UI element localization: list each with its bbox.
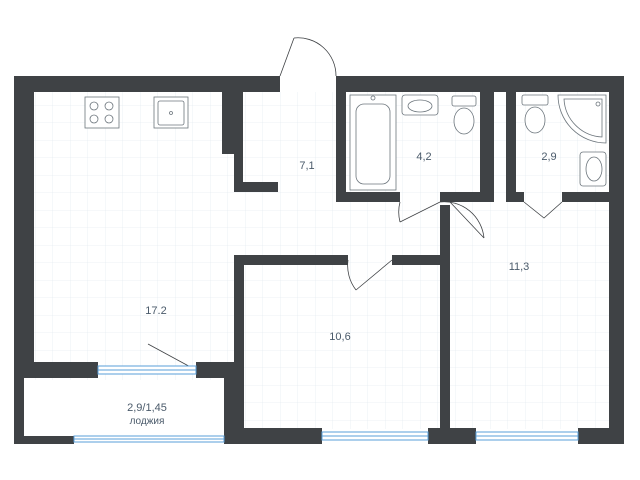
loggia-label: лоджия xyxy=(130,416,165,427)
sink-icon xyxy=(579,151,607,187)
toilet-icon xyxy=(521,94,549,134)
corridor-area: 11,3 xyxy=(509,261,530,273)
toilet-icon xyxy=(451,95,477,135)
window-icon xyxy=(73,435,225,443)
stove-icon xyxy=(84,96,120,129)
window-icon xyxy=(475,431,579,441)
walls xyxy=(14,76,624,444)
bathroom-area: 4,2 xyxy=(416,151,431,163)
bedroom-area: 10,6 xyxy=(329,331,350,343)
corridor-door-icon xyxy=(439,201,485,239)
bedroom-door-icon xyxy=(347,259,393,291)
kitchen-sink-icon xyxy=(153,96,189,129)
toilet-area: 2,9 xyxy=(541,151,556,163)
loggia-area: 2,9/1,45 xyxy=(127,402,167,414)
windows xyxy=(73,365,579,443)
toilet-door-icon xyxy=(523,201,563,219)
window-icon xyxy=(97,365,197,375)
doors xyxy=(147,37,563,371)
bathtub-icon xyxy=(349,94,397,191)
entrance-door-icon xyxy=(279,37,337,77)
window-icon xyxy=(321,431,429,441)
bathroom-door-icon xyxy=(398,201,441,223)
hallway-area: 7,1 xyxy=(299,160,314,172)
kitchen-living-area: 17.2 xyxy=(145,305,166,317)
corner-shower-icon xyxy=(557,94,607,144)
sink-icon xyxy=(401,94,439,116)
